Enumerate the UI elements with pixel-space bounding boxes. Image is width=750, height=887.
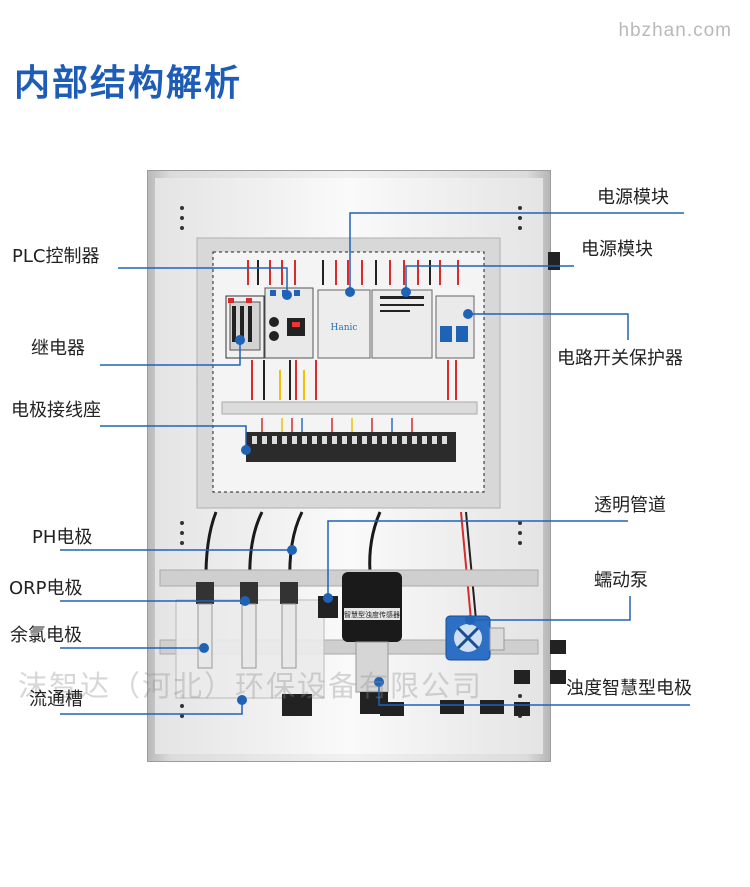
electrode-bodies xyxy=(196,582,298,669)
label-circuit-breaker: 电路开关保护器 xyxy=(557,348,683,369)
label-transparent-pipe: 透明管道 xyxy=(594,495,666,516)
top-black-wires xyxy=(257,260,431,285)
page-title: 内部结构解析 xyxy=(14,63,243,104)
power-module-1 xyxy=(317,289,371,359)
label-turbidity-electrode: 浊度智慧型电极 xyxy=(566,678,692,699)
turbidity-sensor xyxy=(342,572,402,642)
flow-elbow xyxy=(282,694,312,716)
label-relay: 继电器 xyxy=(31,338,85,359)
label-orp-electrode: ORP电极 xyxy=(9,578,83,599)
pipe-elbow xyxy=(318,596,338,618)
terminal-block xyxy=(246,432,456,462)
leader-lines xyxy=(60,212,690,715)
sensor-sticker: 智慧型浊度传感器 xyxy=(344,610,400,619)
label-power-module-1: 电源模块 xyxy=(597,187,669,208)
wiring-duct xyxy=(221,401,478,415)
module-brand: Hanic xyxy=(331,323,358,333)
label-plc-controller: PLC控制器 xyxy=(12,246,100,267)
power-module-2 xyxy=(371,289,433,359)
label-ph-electrode: PH电极 xyxy=(32,527,93,548)
label-residual-chlorine-electrode: 余氯电极 xyxy=(10,625,82,646)
middle-wires xyxy=(251,360,457,400)
label-flow-cell: 流通槽 xyxy=(29,689,83,710)
watermark-company: 沫智达（河北）环保设备有限公司 xyxy=(18,669,484,703)
leader-dots xyxy=(199,287,475,705)
watermark-top: hbzhan.com xyxy=(618,20,732,41)
label-peristaltic-pump: 蠕动泵 xyxy=(594,570,648,591)
label-power-module-2: 电源模块 xyxy=(581,239,653,260)
top-wires xyxy=(247,260,459,285)
label-electrode-terminal: 电极接线座 xyxy=(11,400,101,421)
